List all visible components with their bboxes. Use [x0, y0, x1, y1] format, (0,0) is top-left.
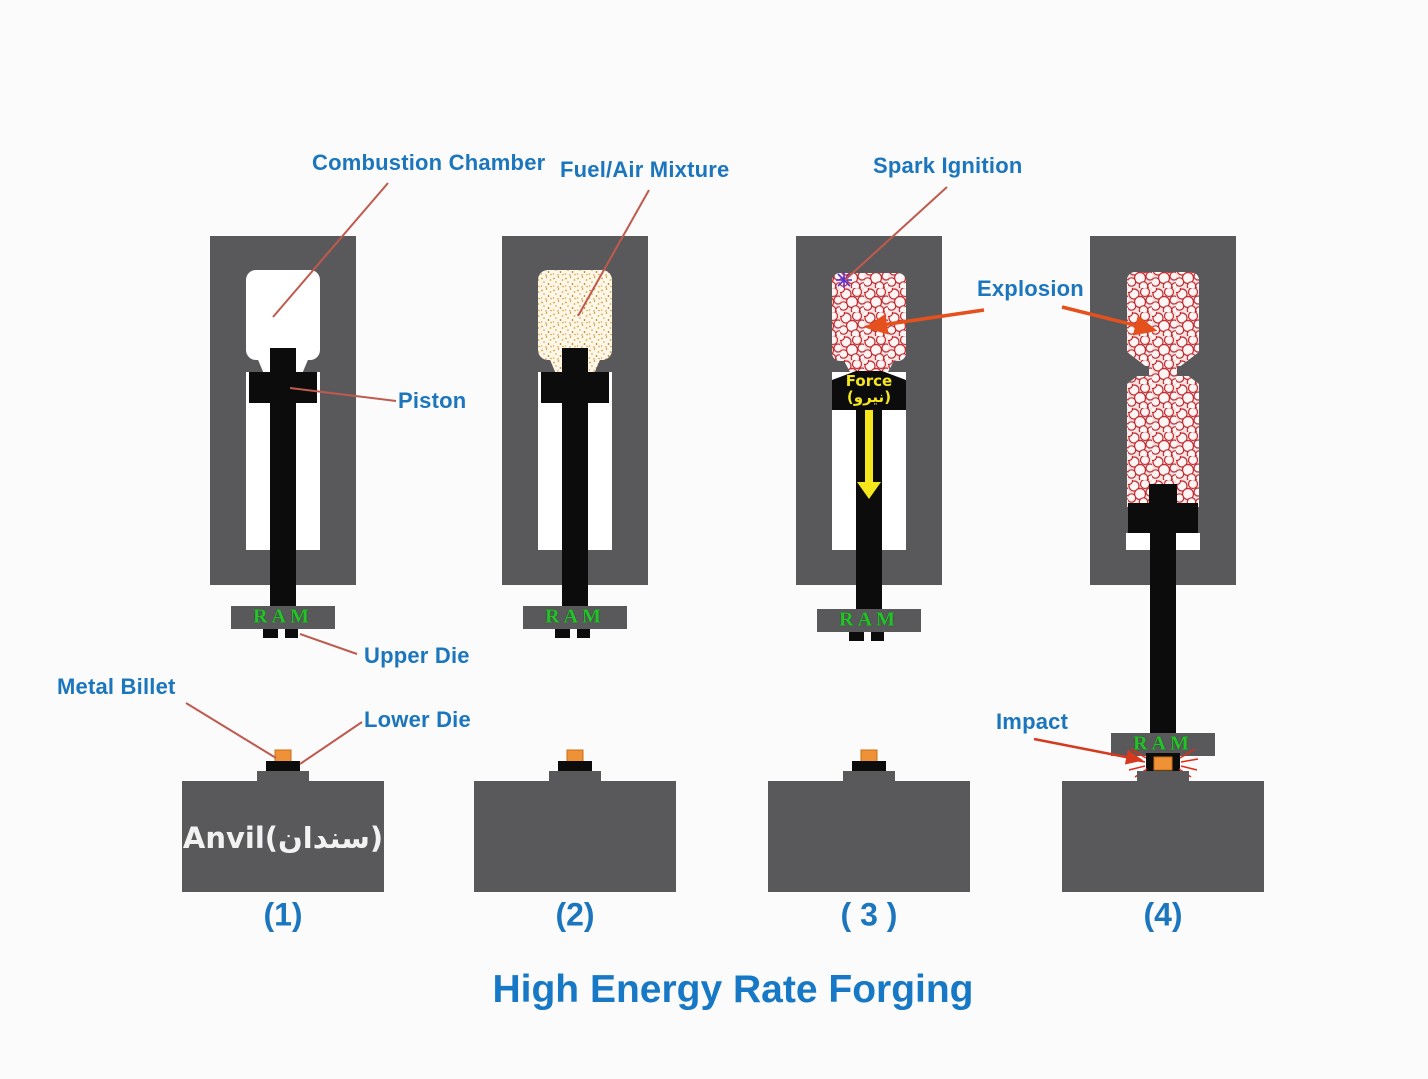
upper-die: [849, 632, 864, 641]
piston-head: [1128, 503, 1198, 533]
label-upper-die: Upper Die: [364, 643, 470, 668]
anvil-block: [182, 781, 384, 892]
force-label-line2: (نيرو): [846, 388, 892, 406]
anvil-block: [1062, 781, 1264, 892]
piston-shaft: [1150, 533, 1176, 735]
anvil-step: [549, 771, 601, 782]
lower-die: [266, 761, 300, 772]
chamber-neck: [842, 357, 896, 372]
impact-arrow: [1033, 737, 1144, 765]
label-metal-billet: Metal Billet: [57, 674, 176, 699]
piston-leader-line: [289, 387, 397, 402]
stage-number-4: (4): [1143, 896, 1183, 933]
explosion-arrow-right: [1061, 305, 1158, 336]
metal-billet: [1153, 756, 1173, 771]
spark-ignition-leader-line: [844, 186, 948, 281]
explosion-arrow-left: [864, 308, 985, 335]
leader-lines: [185, 182, 948, 765]
diagram-title: High Energy Rate Forging: [492, 968, 974, 1011]
housing-pinch-right: [1178, 352, 1199, 384]
anvil-step: [843, 771, 895, 782]
ram-label: RAM: [253, 605, 313, 628]
stage-2-machine: [474, 236, 676, 892]
fuel-air-leader-line: [577, 189, 650, 317]
piston-shaft: [270, 403, 296, 609]
explosion-fill-neck: [1149, 358, 1177, 380]
label-combustion-chamber: Combustion Chamber: [312, 150, 546, 175]
upper-die: [577, 629, 590, 638]
combustion-chamber-leader-line: [272, 182, 389, 318]
metal-billet-leader-line: [185, 702, 277, 759]
force-label: Force (نيرو): [846, 373, 892, 405]
piston-head: [541, 372, 609, 403]
ram-label: RAM: [1133, 732, 1193, 755]
label-explosion: Explosion: [977, 276, 1084, 301]
upper-die: [555, 629, 570, 638]
force-label-line1: Force: [845, 372, 893, 390]
upper-die: [285, 629, 298, 638]
force-arrow-head: [857, 482, 881, 499]
combustion-chamber-empty: [246, 270, 320, 360]
spark-icon: [836, 272, 852, 288]
label-spark-ignition: Spark Ignition: [873, 153, 1023, 178]
upper-die: [871, 632, 884, 641]
anvil-block: [768, 781, 970, 892]
piston-stem: [562, 348, 588, 374]
piston-stem: [270, 348, 296, 374]
label-piston: Piston: [398, 388, 467, 413]
label-lower-die: Lower Die: [364, 707, 471, 732]
piston-head: [249, 372, 317, 403]
fuel-air-mixture-fill: [538, 270, 612, 360]
stage-4-machine: [1062, 236, 1264, 892]
anvil-label: Anvil(سندان): [182, 821, 384, 855]
lower-die: [852, 761, 886, 772]
explosion-fill-upper: [1127, 272, 1199, 366]
housing-pinch-left: [1127, 352, 1148, 384]
ram-bar: [523, 606, 627, 629]
stage-number-2: (2): [555, 896, 595, 933]
anvil-step: [1137, 771, 1189, 782]
ram-bar: [231, 606, 335, 629]
piston-stem: [1149, 484, 1177, 506]
upper-die: [263, 629, 278, 638]
lower-die: [558, 761, 592, 772]
upper-die-leader-line: [299, 633, 358, 655]
ram-bar: [817, 609, 921, 632]
piston-head: [832, 371, 906, 410]
stage-3-machine: [768, 236, 970, 892]
label-fuel-air-mixture: Fuel/Air Mixture: [560, 157, 730, 182]
lower-die-leader-line: [299, 721, 363, 765]
piston-shaft: [562, 403, 588, 609]
anvil-step: [257, 771, 309, 782]
anvil-block: [474, 781, 676, 892]
stage-number-1: (1): [263, 896, 303, 933]
ram-label: RAM: [545, 605, 605, 628]
stage-number-3: ( 3 ): [840, 896, 898, 933]
force-arrow-shaft: [865, 410, 873, 482]
stage-1-machine: [182, 236, 384, 892]
explosion-fill: [832, 273, 906, 361]
label-impact: Impact: [996, 709, 1069, 734]
ram-label: RAM: [839, 608, 899, 631]
